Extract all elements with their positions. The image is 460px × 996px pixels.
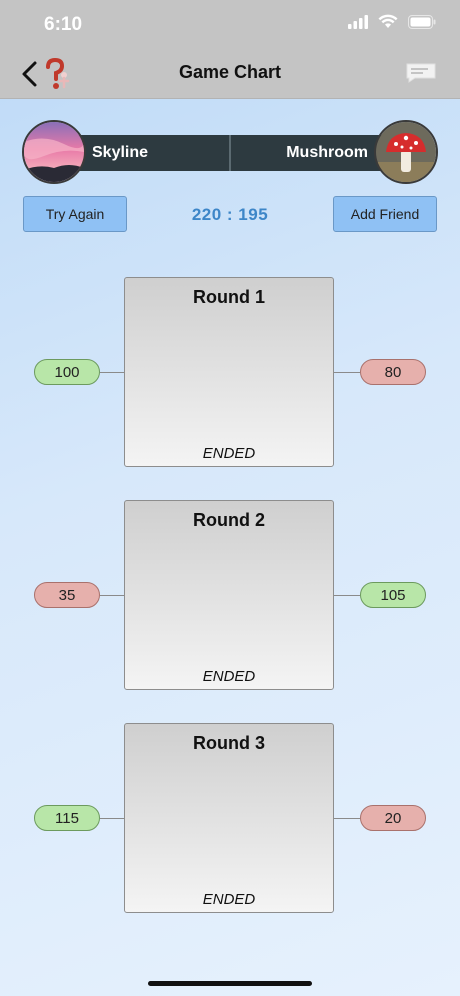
round-3-title: Round 3 bbox=[193, 733, 265, 753]
round-2-status: ENDED bbox=[202, 668, 256, 685]
round-3-right-connector bbox=[334, 818, 360, 819]
message-icon bbox=[406, 63, 436, 83]
round-3-left-connector bbox=[100, 818, 124, 819]
round-3-card[interactable]: Round 3 ENDED bbox=[124, 723, 334, 913]
try-again-button[interactable]: Try Again bbox=[23, 196, 127, 232]
battery-icon bbox=[408, 14, 436, 29]
round-1-left-score: 100 bbox=[34, 359, 100, 385]
status-bar: 6:10 bbox=[0, 0, 460, 48]
players-bar: Skyline Mushroom bbox=[58, 135, 402, 171]
back-button[interactable] bbox=[20, 56, 80, 92]
page-title: Game Chart bbox=[178, 62, 282, 82]
round-1-card[interactable]: Round 1 ENDED bbox=[124, 277, 334, 467]
round-1-title: Round 1 bbox=[193, 287, 265, 307]
round-2-right-connector bbox=[334, 595, 360, 596]
player-right-avatar[interactable] bbox=[374, 120, 438, 184]
round-1-status: ENDED bbox=[202, 445, 256, 462]
app-logo-icon bbox=[46, 57, 70, 89]
message-button[interactable] bbox=[406, 63, 436, 88]
round-2-left-score: 35 bbox=[34, 582, 100, 608]
player-left-avatar[interactable] bbox=[22, 120, 86, 184]
signal-icon bbox=[348, 14, 368, 29]
round-1-right-score: 80 bbox=[360, 359, 426, 385]
status-icons bbox=[348, 14, 436, 29]
players-divider bbox=[229, 135, 231, 171]
mushroom-avatar-image bbox=[376, 122, 436, 182]
total-score: 220 : 195 bbox=[191, 205, 269, 224]
round-3-right-score: 20 bbox=[360, 805, 426, 831]
home-indicator[interactable] bbox=[148, 981, 312, 986]
player-right-name: Mushroom bbox=[286, 144, 368, 161]
round-3-status: ENDED bbox=[202, 891, 256, 908]
round-1-right-connector bbox=[334, 372, 360, 373]
round-2-left-connector bbox=[100, 595, 124, 596]
round-2-card[interactable]: Round 2 ENDED bbox=[124, 500, 334, 690]
round-2-title: Round 2 bbox=[193, 510, 265, 530]
navigation-bar: Game Chart bbox=[0, 48, 460, 99]
round-1-left-connector bbox=[100, 372, 124, 373]
chevron-left-icon bbox=[22, 61, 37, 87]
player-left-name: Skyline bbox=[92, 144, 149, 161]
status-time: 6:10 bbox=[44, 14, 83, 35]
round-3-left-score: 115 bbox=[34, 805, 100, 831]
round-2-right-score: 105 bbox=[360, 582, 426, 608]
add-friend-button[interactable]: Add Friend bbox=[333, 196, 437, 232]
wifi-icon bbox=[378, 14, 398, 28]
skyline-avatar-image bbox=[24, 122, 84, 182]
